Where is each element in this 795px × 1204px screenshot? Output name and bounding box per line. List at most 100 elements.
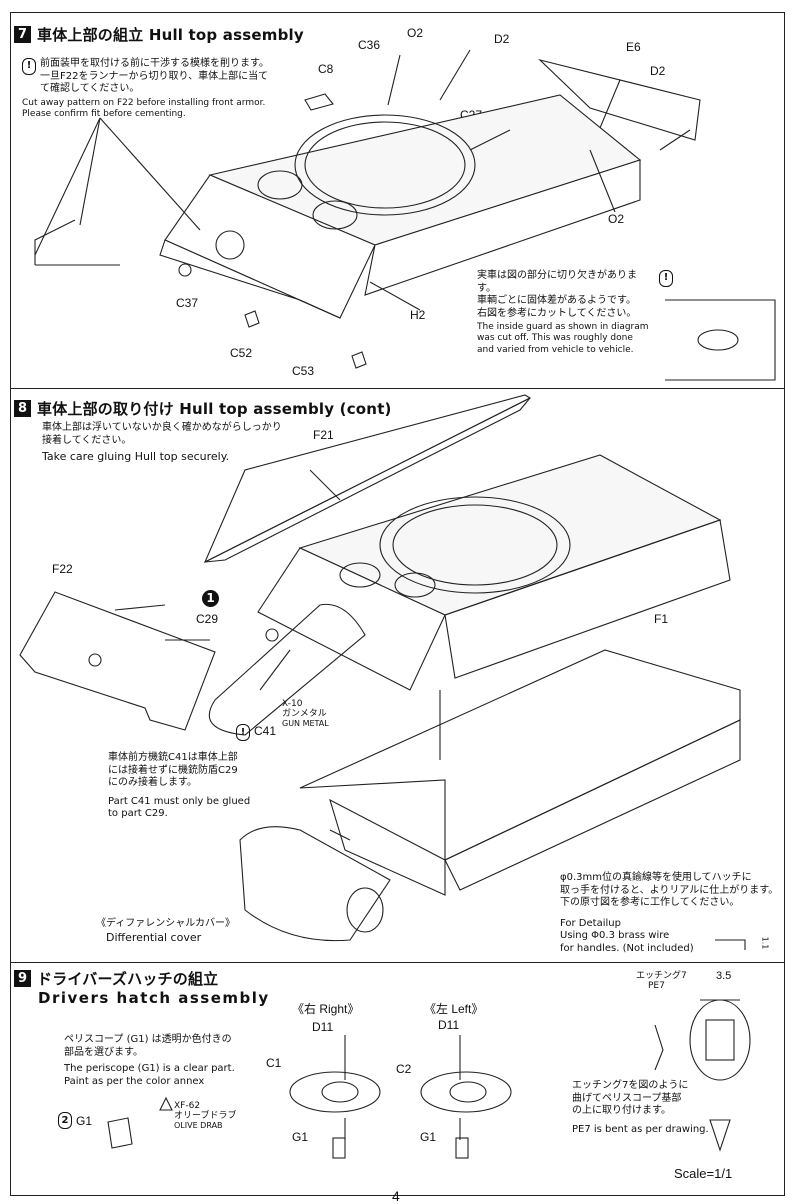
wire-note-en-2: Using Φ0.3 brass wire: [560, 930, 670, 941]
step7-note-en-2: Please confirm fit before cementing.: [22, 108, 186, 119]
step7-number: 7: [14, 26, 31, 43]
right-label: 《右 Right》: [292, 1002, 360, 1016]
step9-note-en-2: Paint as per the color annex: [64, 1075, 205, 1087]
section-divider: [10, 962, 785, 963]
diff-cover-jp: 《ディファレンシャルカバー》: [96, 918, 235, 929]
part-label: G1: [76, 1113, 93, 1128]
page-number: 4: [392, 1188, 400, 1204]
pe-label-jp: エッチング7: [636, 971, 687, 981]
wire-note-en-3: for handles. (Not included): [560, 942, 694, 954]
dimension-label: 3.5: [716, 970, 732, 982]
step9-note-jp-2: 部品を選びます。: [64, 1046, 143, 1058]
paint-name-en: GUN METAL: [282, 718, 329, 728]
c41-note-en-1: Part C41 must only be glued: [108, 795, 251, 807]
paint-code: X-10: [282, 699, 303, 709]
c41-note-jp-3: にのみ接着します。: [108, 777, 197, 788]
diff-cover-en: Differential cover: [106, 930, 202, 944]
part-label: C37: [176, 296, 199, 310]
step7-note2-jp-2: 車輌ごとに固体差があるようです。: [477, 295, 636, 306]
caution-icon: !: [236, 724, 250, 741]
part-label: D2: [494, 32, 510, 46]
part-label: F22: [52, 562, 73, 576]
step7-note: ! 前面装甲を取付ける前に干渉する模様を削ります。 一旦F22をランナーから切り…: [22, 58, 312, 120]
step9-number: 9: [14, 970, 31, 987]
step7-note2-en-3: and varied from vehicle to vehicle.: [477, 344, 634, 355]
part-label: O2: [608, 212, 625, 226]
left-label: 《左 Left》: [424, 1002, 484, 1016]
step8-paint: X-10 ガンメタル GUN METAL: [282, 699, 329, 729]
step9-note: ペリスコープ (G1) は透明か色付きの 部品を選びます。 The perisc…: [64, 1034, 274, 1088]
part-label: F21: [313, 428, 334, 442]
step7-header: 7 車体上部の組立 Hull top assembly: [14, 24, 304, 45]
c41-note: 車体前方機銃C41は車体上部 には接着せずに機銃防盾C29 にのみ接着します。 …: [108, 752, 308, 821]
pe-label-en: PE7: [648, 980, 665, 991]
step9-title-en: Drivers hatch assembly: [38, 989, 270, 1007]
section-divider: [10, 388, 785, 389]
part-label: C53: [292, 364, 315, 378]
g1-callout: 2 G1: [58, 1112, 92, 1129]
step7-note-en-1: Cut away pattern on F22 before installin…: [22, 97, 266, 108]
wire-note-jp-2: 取っ手を付けると、よりリアルに仕上がります。: [560, 884, 779, 896]
caution-icon: !: [22, 58, 36, 75]
pe-note-jp-3: の上に取り付けます。: [572, 1105, 671, 1116]
step7-note2-jp-1: 実車は図の部分に切り欠きがあります。: [477, 270, 637, 294]
caution-icon: 2: [58, 1112, 72, 1129]
part-label: D11: [312, 1020, 334, 1034]
part-label: E6: [626, 40, 641, 54]
step7-note2-en-1: The inside guard as shown in diagram: [477, 322, 649, 332]
step8-note-jp-1: 車体上部は浮いていないか良く確かめながらしっかり: [42, 422, 282, 433]
part-label: G1: [292, 1130, 309, 1144]
step7-note-jp-1: 前面装甲を取付ける前に干渉する模様を削ります。: [40, 58, 269, 69]
step9-header: 9 ドライバーズハッチの組立 Drivers hatch assembly: [14, 968, 270, 1007]
part-label: D11: [438, 1018, 460, 1032]
paint-name-en: OLIVE DRAB: [174, 1120, 223, 1130]
step8-note-en: Take care gluing Hull top securely.: [42, 450, 230, 463]
step7-note2-en-2: was cut off. This was roughly done: [477, 333, 633, 344]
part-label: H2: [410, 308, 426, 322]
c41-note-jp-2: には接着せずに機銃防盾C29: [108, 764, 238, 776]
part-label: C41: [254, 724, 277, 738]
step8-note: 車体上部は浮いていないか良く確かめながらしっかり 接着してください。 Take …: [42, 422, 302, 464]
pe-note-en: PE7 is bent as per drawing.: [572, 1123, 709, 1135]
step7-title: 車体上部の組立 Hull top assembly: [37, 26, 304, 44]
step9-paint: XF-62 オリーブドラブ OLIVE DRAB: [174, 1101, 236, 1131]
part-label: C8: [318, 62, 334, 76]
part-label: C2: [396, 1062, 412, 1076]
part-label: D2: [650, 64, 666, 78]
part-label: G1: [420, 1130, 437, 1144]
step7-note-jp-2: 一旦F22をランナーから切り取り、車体上部に当て: [40, 70, 269, 82]
hull-top-drawing-step7: [34, 49, 776, 381]
step8-number: 8: [14, 400, 31, 417]
pe-label: エッチング7 PE7: [636, 971, 687, 992]
step9-note-jp-1: ペリスコープ (G1) は透明か色付きの: [64, 1034, 232, 1045]
part-label: C1: [266, 1056, 282, 1070]
wire-note-jp-1: φ0.3mm位の真鍮線等を使用してハッチに: [560, 872, 752, 883]
pe-note-jp-1: エッチング7を図のように: [572, 1080, 689, 1091]
step7-note2: 実車は図の部分に切り欠きがあります。 車輌ごとに固体差があるようです。 右図を参…: [477, 270, 677, 356]
hatch-drawing-step9: [107, 999, 751, 1159]
part-label: C29: [196, 612, 219, 626]
step8-note-jp-2: 接着してください。: [42, 434, 132, 446]
pe-note: エッチング7を図のように 曲げてペリスコープ基部 の上に取り付けます。 PE7 …: [572, 1080, 742, 1136]
page-frame: [10, 12, 785, 1196]
part-label: F1: [654, 612, 669, 626]
pe-note-jp-2: 曲げてペリスコープ基部: [572, 1092, 682, 1104]
hull-top-drawing-step8: [19, 394, 746, 950]
wire-note-jp-3: 下の原寸図を参考に工作してください。: [560, 897, 740, 908]
step9-note-en-1: The periscope (G1) is a clear part.: [64, 1063, 235, 1074]
wire-note-en-1: For Detailup: [560, 917, 621, 929]
step7-note2-jp-3: 右図を参考にカットしてください。: [477, 307, 637, 319]
c41-note-jp-1: 車体前方機銃C41は車体上部: [108, 752, 238, 763]
scale-label: Scale=1/1: [674, 1166, 733, 1181]
step8-title: 車体上部の取り付け Hull top assembly (cont): [37, 400, 392, 418]
part-label: C52: [230, 346, 253, 360]
paint-code: XF-62: [174, 1101, 201, 1111]
part-label: C36: [358, 38, 381, 52]
step8-header: 8 車体上部の取り付け Hull top assembly (cont): [14, 398, 392, 419]
caution-icon: !: [659, 270, 673, 287]
part-label: O2: [407, 26, 424, 40]
c41-note-en-2: to part C29.: [108, 808, 168, 819]
step7-note-jp-3: て確認してください。: [40, 83, 140, 94]
step9-title-jp: ドライバーズハッチの組立: [37, 970, 219, 988]
